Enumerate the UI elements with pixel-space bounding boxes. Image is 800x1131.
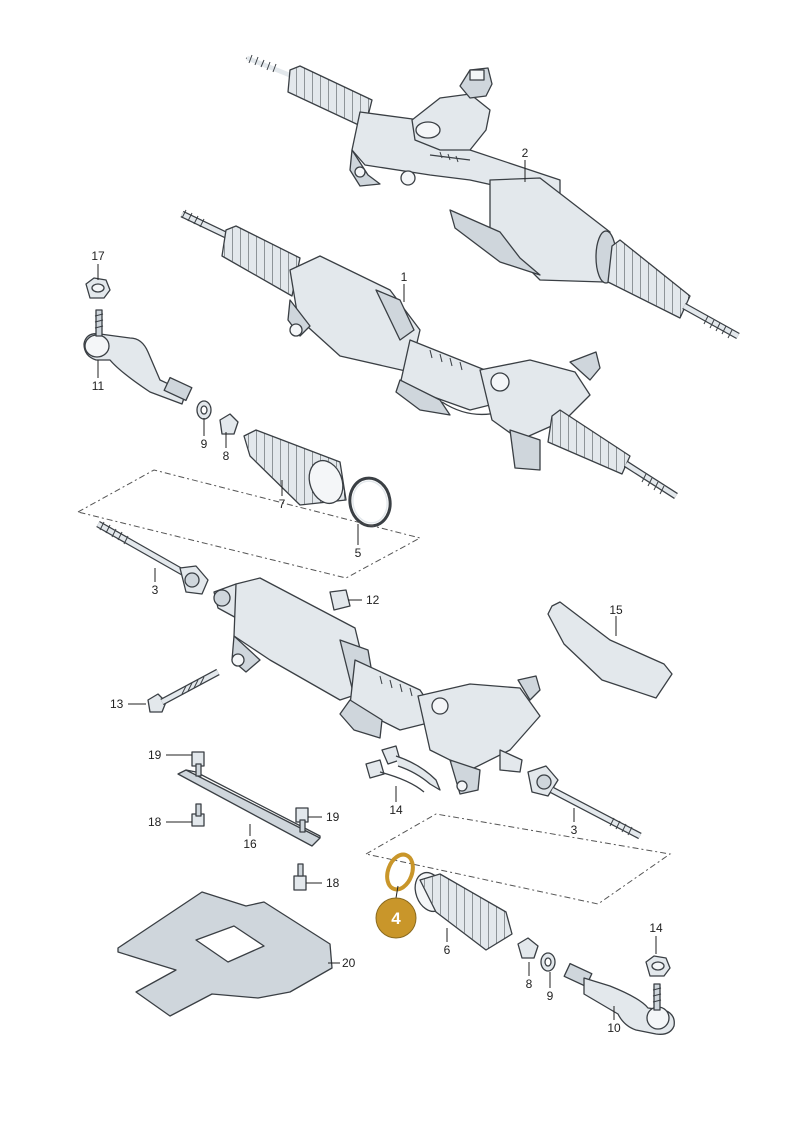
callout-12: 12	[366, 593, 380, 607]
bellows-6	[414, 871, 513, 951]
callout-8-right: 8	[526, 977, 533, 991]
callout-9-right: 9	[547, 989, 554, 1003]
inner-tie-rod-right	[527, 765, 642, 840]
nut-12	[329, 589, 351, 611]
callout-3-right: 3	[571, 823, 578, 837]
callout-9-left: 9	[201, 437, 208, 451]
bolt-13	[147, 668, 220, 713]
callout-3-left: 3	[152, 583, 159, 597]
clamp-8-right	[517, 937, 539, 959]
nut-14-right	[645, 955, 671, 977]
bellows-7	[243, 429, 347, 506]
kit-outline-upper	[76, 469, 422, 579]
wiring-harness-15	[365, 745, 441, 793]
highlighted-callout-4[interactable]: 4	[375, 897, 417, 939]
callout-20: 20	[342, 956, 356, 970]
kit-outline-lower	[364, 813, 672, 905]
bolt-18-bottom	[293, 863, 307, 891]
callout-19-top: 19	[148, 748, 162, 762]
callout-2: 2	[522, 146, 529, 160]
callout-14-left: 17	[91, 249, 105, 263]
callout-19-bottom: 19	[326, 810, 340, 824]
callout-18-bottom: 18	[326, 876, 340, 890]
bolt-18-top	[191, 803, 205, 827]
callout-14-right: 14	[649, 921, 663, 935]
steering-rack-2	[245, 54, 740, 340]
callout-13: 13	[110, 697, 124, 711]
left-outer-tie-rod	[83, 309, 193, 405]
callout-labels: 2 1 17 11 9 8 7 5 3 12 13 15 19 18 19 18…	[91, 146, 663, 1035]
steering-rack-1	[180, 209, 678, 499]
callout-16: 15	[609, 603, 623, 617]
callout-4: 4	[391, 909, 401, 928]
callout-6: 6	[444, 943, 451, 957]
leader-lines	[97, 160, 657, 1020]
callout-8-left: 8	[223, 449, 230, 463]
clamp-8-left	[219, 413, 239, 435]
callout-10: 10	[607, 1021, 621, 1035]
callout-5: 5	[355, 546, 362, 560]
callout-1: 1	[401, 270, 408, 284]
nut-14-left	[85, 277, 111, 299]
bolt-19-bottom	[295, 807, 309, 833]
clamp-ring-4	[385, 852, 415, 892]
grease-16	[547, 601, 673, 699]
callout-15: 14	[389, 803, 403, 817]
steering-rack-bare	[213, 577, 541, 795]
callout-7: 7	[279, 497, 286, 511]
inner-tie-rod-left	[96, 520, 209, 595]
callout-11: 11	[92, 379, 105, 393]
callout-18-top: 18	[148, 815, 162, 829]
bolt-19-top	[191, 751, 205, 777]
right-outer-tie-rod	[563, 962, 675, 1035]
callout-17: 16	[243, 837, 257, 851]
